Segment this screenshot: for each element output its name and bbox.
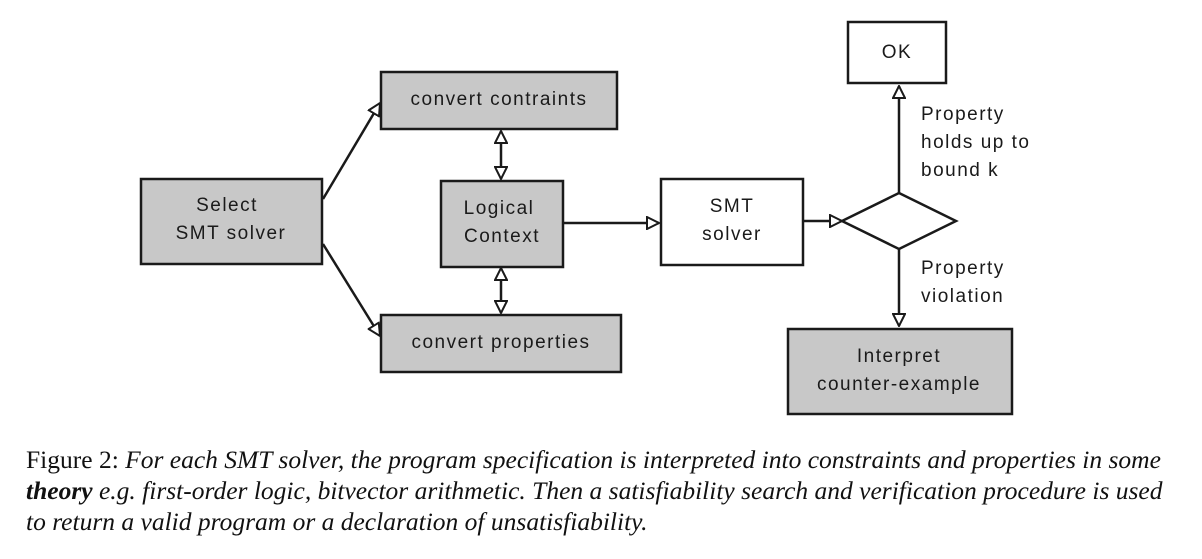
node-label-line: Context — [464, 226, 540, 247]
edge-label-line: bound k — [921, 160, 999, 181]
flow-diagram: Select SMT solver convert contraints Log… — [139, 20, 1030, 416]
node-label-line: OK — [882, 42, 912, 63]
caption-text-after: e.g. first-order logic, bitvector arithm… — [26, 476, 1163, 536]
node-label-line: Select — [196, 195, 258, 216]
node-box — [379, 313, 623, 374]
node-box — [786, 327, 1014, 416]
node-label-line: convert properties — [411, 332, 590, 353]
node-convert-constraints: convert contraints — [379, 70, 619, 131]
node-box — [379, 70, 619, 131]
node-label-line: solver — [702, 224, 762, 245]
edges — [321, 86, 899, 336]
edge-label-line: violation — [921, 286, 1004, 307]
node-interpret: Interpret counter-example — [786, 327, 1014, 416]
edge-select-to-properties — [321, 243, 380, 336]
node-select-solver: Select SMT solver — [139, 177, 324, 266]
node-label-line: Interpret — [857, 346, 941, 367]
node-box — [139, 177, 324, 266]
node-ok: OK — [846, 20, 948, 85]
node-label-line: SMT solver — [176, 223, 287, 244]
node-label-line: convert contraints — [411, 89, 588, 110]
edge-label-holds: Property holds up to bound k — [921, 104, 1030, 181]
caption-term: theory — [26, 476, 93, 505]
node-label-line: counter-example — [817, 374, 981, 395]
figure-caption: Figure 2: For each SMT solver, the progr… — [26, 444, 1186, 537]
node-box — [846, 20, 948, 85]
edge-label-violation: Property violation — [921, 258, 1005, 307]
decision-diamond — [839, 191, 959, 251]
caption-text-before: For each SMT solver, the program specifi… — [125, 445, 1161, 474]
node-convert-properties: convert properties — [379, 313, 623, 374]
node-box — [439, 179, 565, 269]
edge-label-line: holds up to — [921, 132, 1030, 153]
edge-select-to-constraints — [321, 103, 380, 200]
node-decision — [839, 191, 959, 251]
node-box — [659, 177, 805, 267]
node-label-line: Logical — [464, 198, 535, 219]
node-smt-solver: SMT solver — [659, 177, 805, 267]
caption-prefix: Figure 2: — [26, 445, 126, 474]
node-logical-context: Logical Context — [439, 179, 565, 269]
edge-label-line: Property — [921, 104, 1005, 125]
node-label-line: SMT — [710, 196, 755, 217]
edge-label-line: Property — [921, 258, 1005, 279]
